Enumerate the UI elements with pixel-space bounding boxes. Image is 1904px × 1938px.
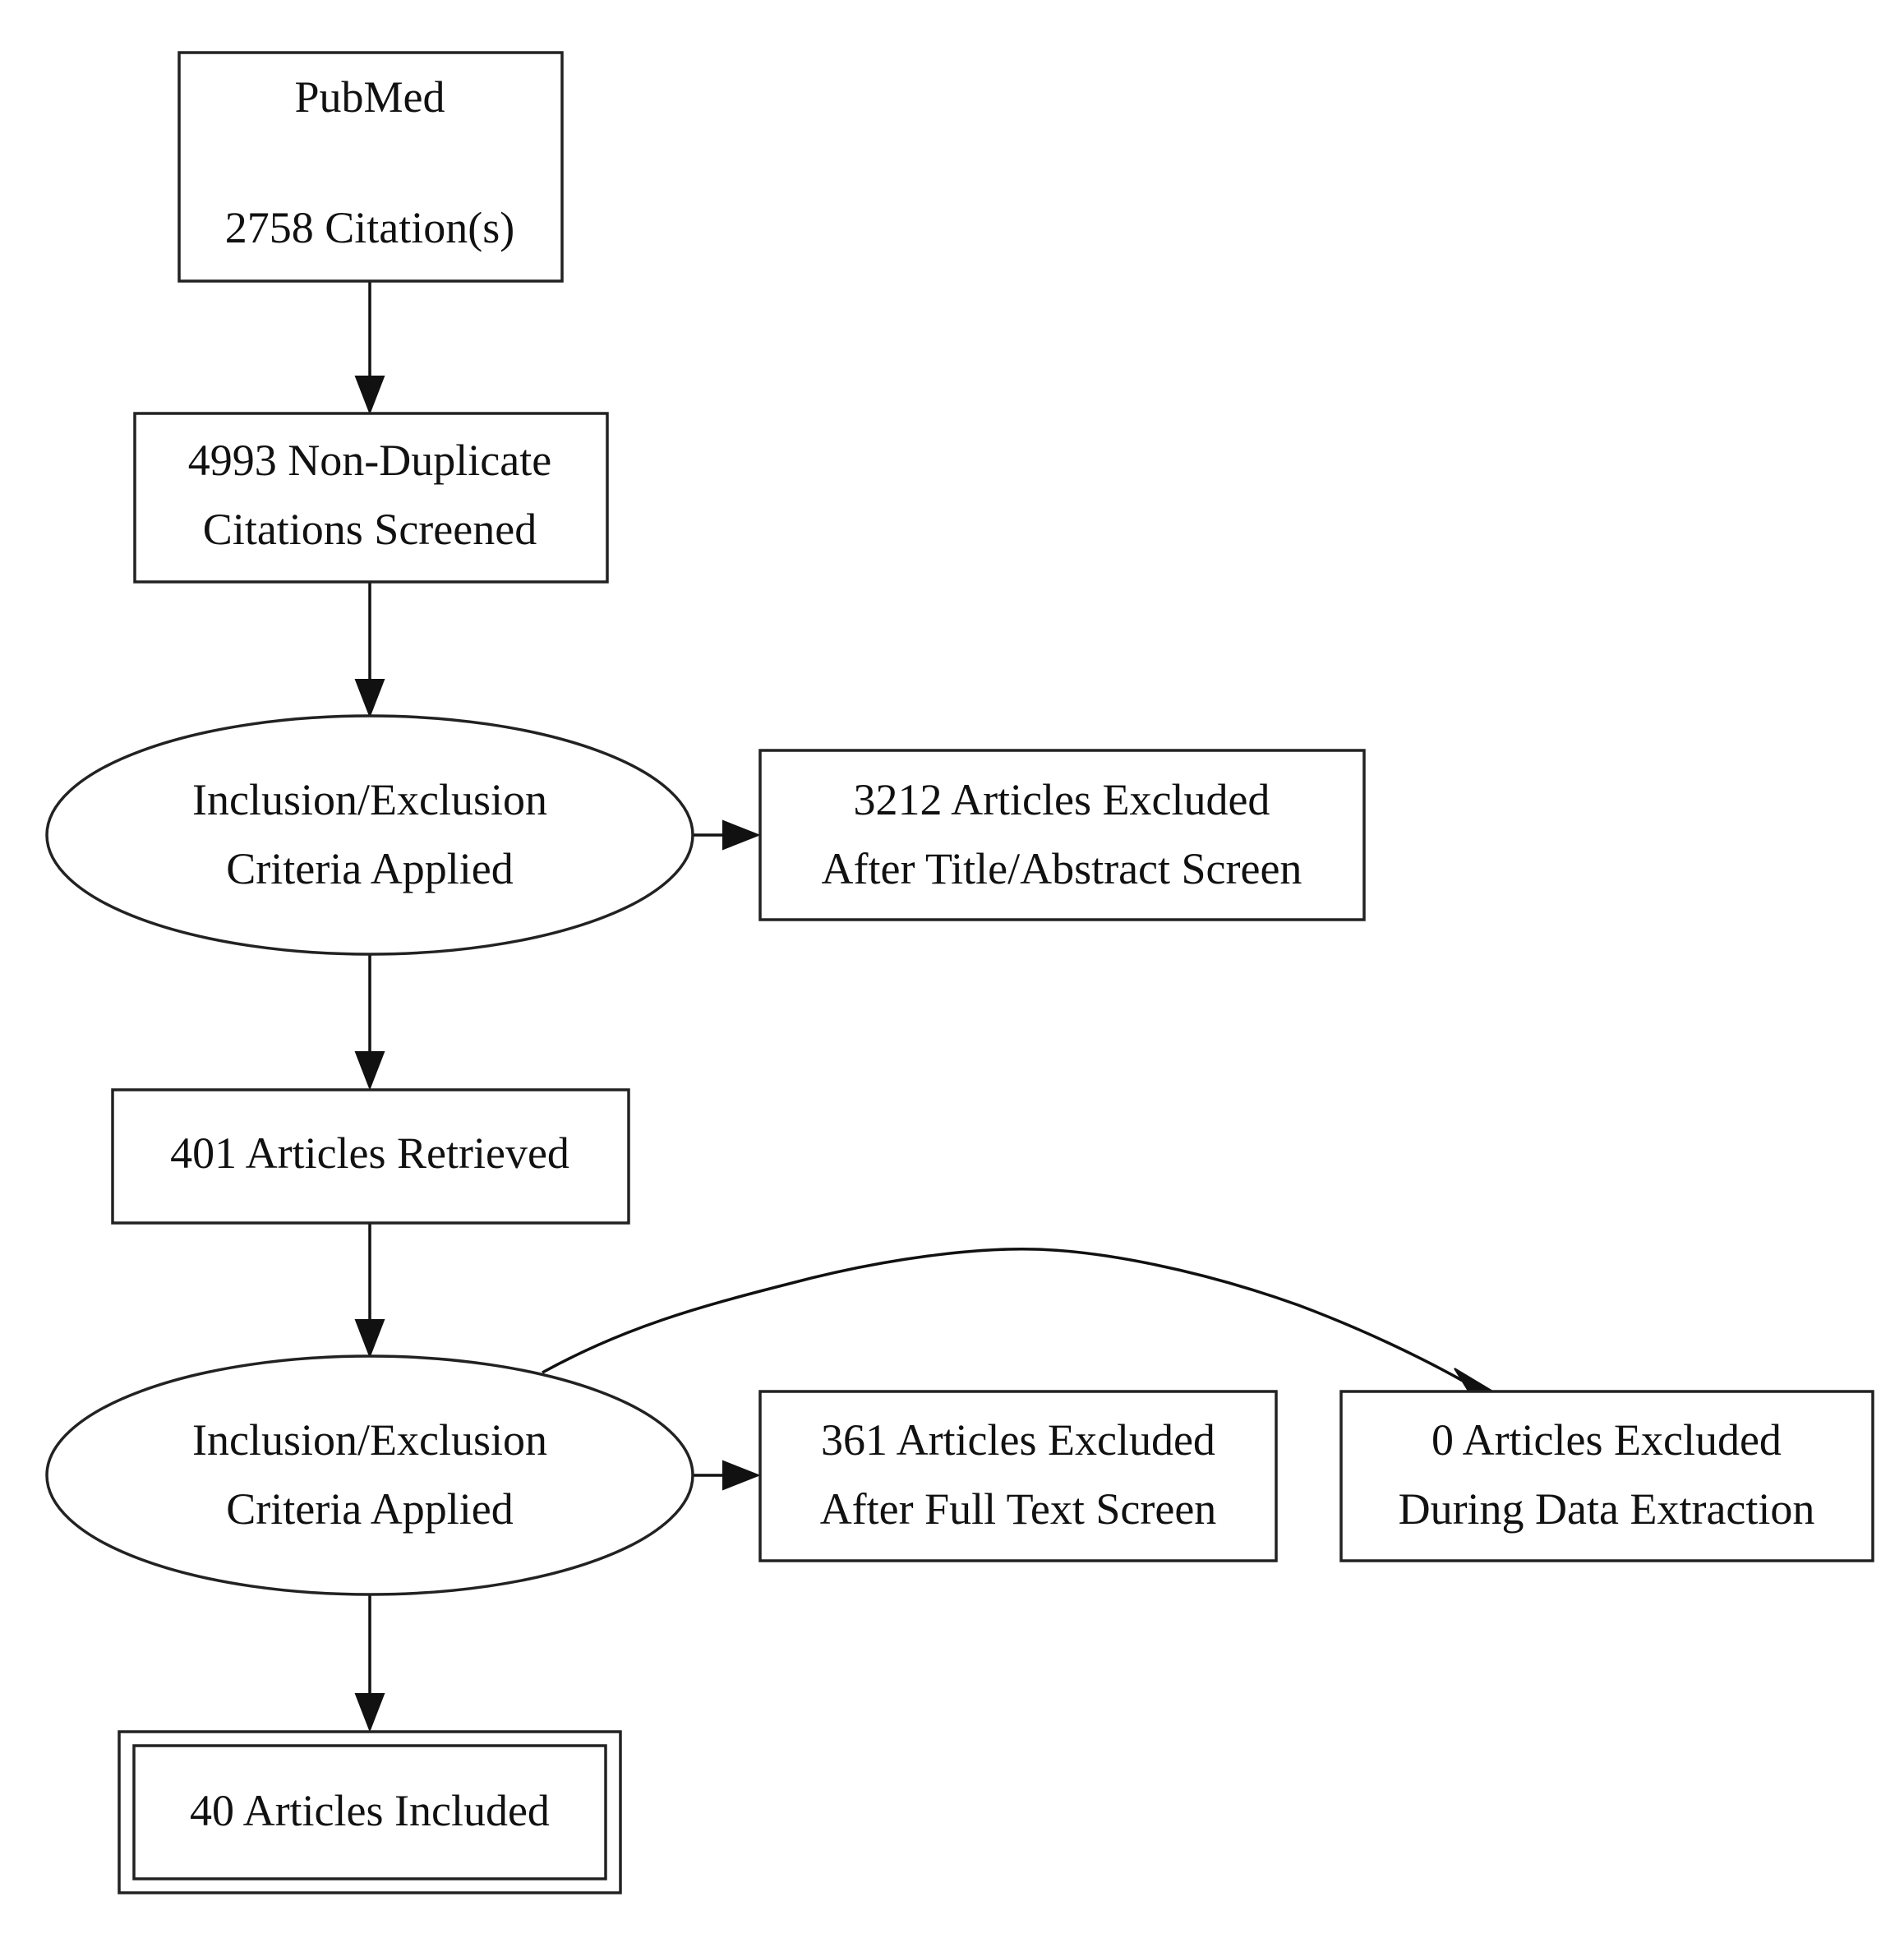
arrowhead-retrieved-criteria2 [354, 1319, 385, 1359]
edges [354, 281, 1499, 1733]
node-retrieved-line1: 401 Articles Retrieved [170, 1128, 569, 1178]
node-excluded-fulltext-line1: 361 Articles Excluded [821, 1415, 1215, 1465]
node-retrieved-box [111, 1088, 630, 1225]
node-excluded-extraction-box [1339, 1390, 1874, 1562]
node-included: 40 Articles Included [118, 1730, 622, 1894]
node-retrieved: 401 Articles Retrieved [111, 1088, 630, 1225]
arrowhead-criteria1-retrieved [354, 1051, 385, 1091]
arrowhead-criteria2-included [354, 1693, 385, 1733]
node-excluded-fulltext: 361 Articles Excluded After Full Text Sc… [758, 1390, 1278, 1562]
node-criteria2-ellipse [45, 1354, 694, 1596]
node-criteria2-line1: Inclusion/Exclusion [192, 1415, 547, 1465]
node-excluded-title-line2: After Title/Abstract Screen [822, 844, 1302, 893]
arrowhead-criteria2-excluded-fulltext [722, 1460, 761, 1491]
arrowhead-criteria1-excluded-title [722, 819, 761, 851]
node-criteria2: Inclusion/Exclusion Criteria Applied [45, 1354, 694, 1596]
node-pubmed-line2: 2758 Citation(s) [225, 203, 514, 252]
edge-criteria2-excluded-extraction [542, 1248, 1464, 1382]
node-included-inner-box [132, 1744, 607, 1880]
node-criteria1-ellipse [45, 714, 694, 956]
node-criteria1-line2: Criteria Applied [226, 844, 513, 893]
arrowhead-screened-criteria1 [354, 679, 385, 718]
node-excluded-title-line1: 3212 Articles Excluded [854, 775, 1270, 824]
node-excluded-fulltext-box [758, 1390, 1278, 1562]
node-excluded-fulltext-line2: After Full Text Screen [820, 1484, 1217, 1534]
node-criteria1: Inclusion/Exclusion Criteria Applied [45, 714, 694, 956]
node-criteria1-line1: Inclusion/Exclusion [192, 775, 547, 824]
node-screened-line2: Citations Screened [203, 505, 537, 554]
arrowhead-pubmed-screened [354, 376, 385, 415]
node-excluded-title-box [758, 749, 1366, 921]
node-pubmed-box [177, 51, 564, 283]
node-pubmed-line1: PubMed [294, 72, 445, 122]
node-excluded-extraction-line2: During Data Extraction [1399, 1484, 1815, 1534]
node-included-line1: 40 Articles Included [190, 1786, 550, 1835]
node-criteria2-line2: Criteria Applied [226, 1484, 513, 1534]
node-excluded-extraction: 0 Articles Excluded During Data Extracti… [1339, 1390, 1874, 1562]
node-excluded-extraction-line1: 0 Articles Excluded [1431, 1415, 1782, 1465]
node-screened-line1: 4993 Non-Duplicate [188, 436, 551, 485]
node-screened: 4993 Non-Duplicate Citations Screened [133, 412, 609, 584]
node-excluded-title: 3212 Articles Excluded After Title/Abstr… [758, 749, 1366, 921]
node-screened-box [133, 412, 609, 584]
node-pubmed: PubMed 2758 Citation(s) [177, 51, 564, 283]
